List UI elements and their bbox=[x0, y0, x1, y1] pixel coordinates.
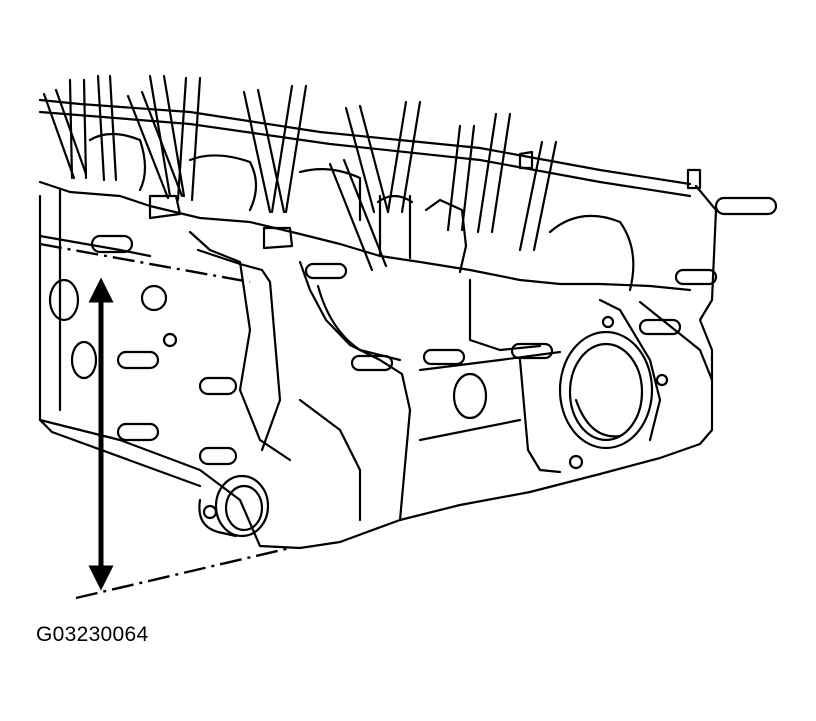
rocker-rail bbox=[38, 98, 692, 186]
head-deck bbox=[38, 180, 692, 292]
reference-lines bbox=[39, 242, 291, 600]
rear-port bbox=[558, 330, 654, 450]
head-body bbox=[38, 184, 718, 550]
figure-code: G03230064 bbox=[36, 623, 149, 646]
coolant-outlet bbox=[198, 474, 270, 538]
studs bbox=[90, 196, 778, 520]
